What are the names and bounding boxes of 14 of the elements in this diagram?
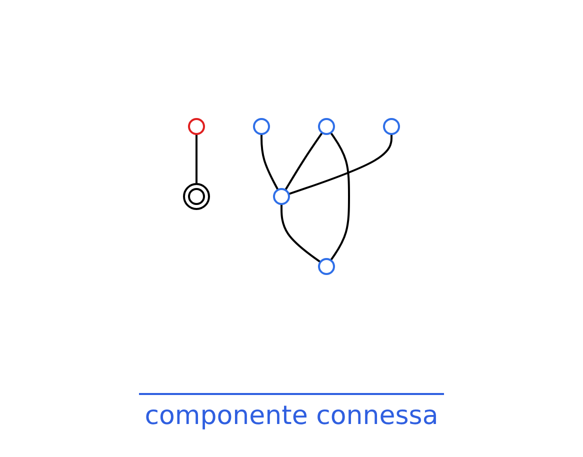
node-circle: [183, 183, 210, 210]
node-circle: [318, 118, 335, 135]
component-label: componente connessa: [138, 393, 444, 437]
node-circle: [318, 258, 335, 275]
node-circle: [188, 118, 205, 135]
node-circle: [253, 118, 270, 135]
connector: [280, 204, 321, 263]
connector: [284, 132, 324, 191]
connector: [260, 134, 279, 190]
node-circle: [273, 188, 290, 205]
connector: [196, 134, 198, 184]
connector: [330, 132, 350, 261]
connector: [288, 134, 392, 196]
node-circle: [383, 118, 400, 135]
